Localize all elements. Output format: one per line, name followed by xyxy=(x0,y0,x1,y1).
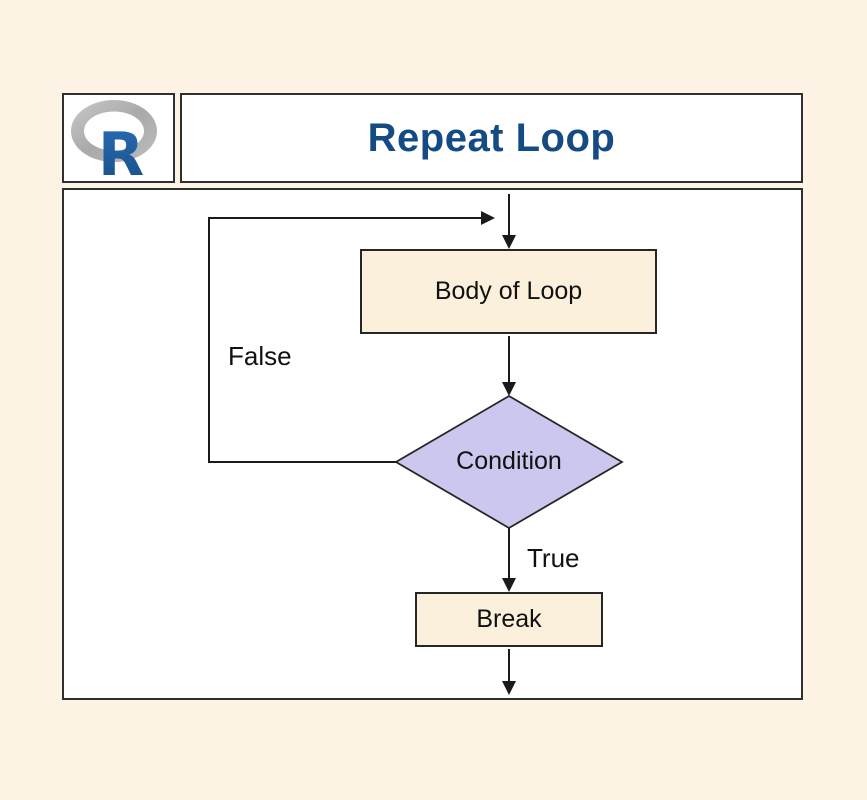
edge-condition-loop-back xyxy=(208,217,481,463)
arrowhead-condition-to-break xyxy=(502,578,516,592)
arrowhead-break-to-exit xyxy=(502,681,516,695)
r-logo-ring xyxy=(71,100,157,162)
arrowhead-entry-to-body xyxy=(502,235,516,249)
node-body-of-loop: Body of Loop xyxy=(360,249,657,334)
edge-label-false: False xyxy=(228,341,292,371)
node-break-label: Break xyxy=(476,605,542,633)
flowchart-connectors xyxy=(208,194,624,695)
r-logo-icon: R xyxy=(71,100,157,190)
title-panel: Repeat Loop xyxy=(180,93,803,183)
node-body-of-loop-label: Body of Loop xyxy=(434,277,583,305)
r-logo-panel: R xyxy=(62,93,175,190)
page-title: Repeat Loop xyxy=(367,115,616,160)
edge-label-true: True xyxy=(527,543,580,573)
r-logo-letter: R xyxy=(98,120,144,181)
node-break: Break xyxy=(415,592,603,647)
arrowhead-body-to-condition xyxy=(502,382,516,396)
node-condition-label: Condition xyxy=(456,447,562,475)
arrowhead-loop-back xyxy=(481,211,495,225)
